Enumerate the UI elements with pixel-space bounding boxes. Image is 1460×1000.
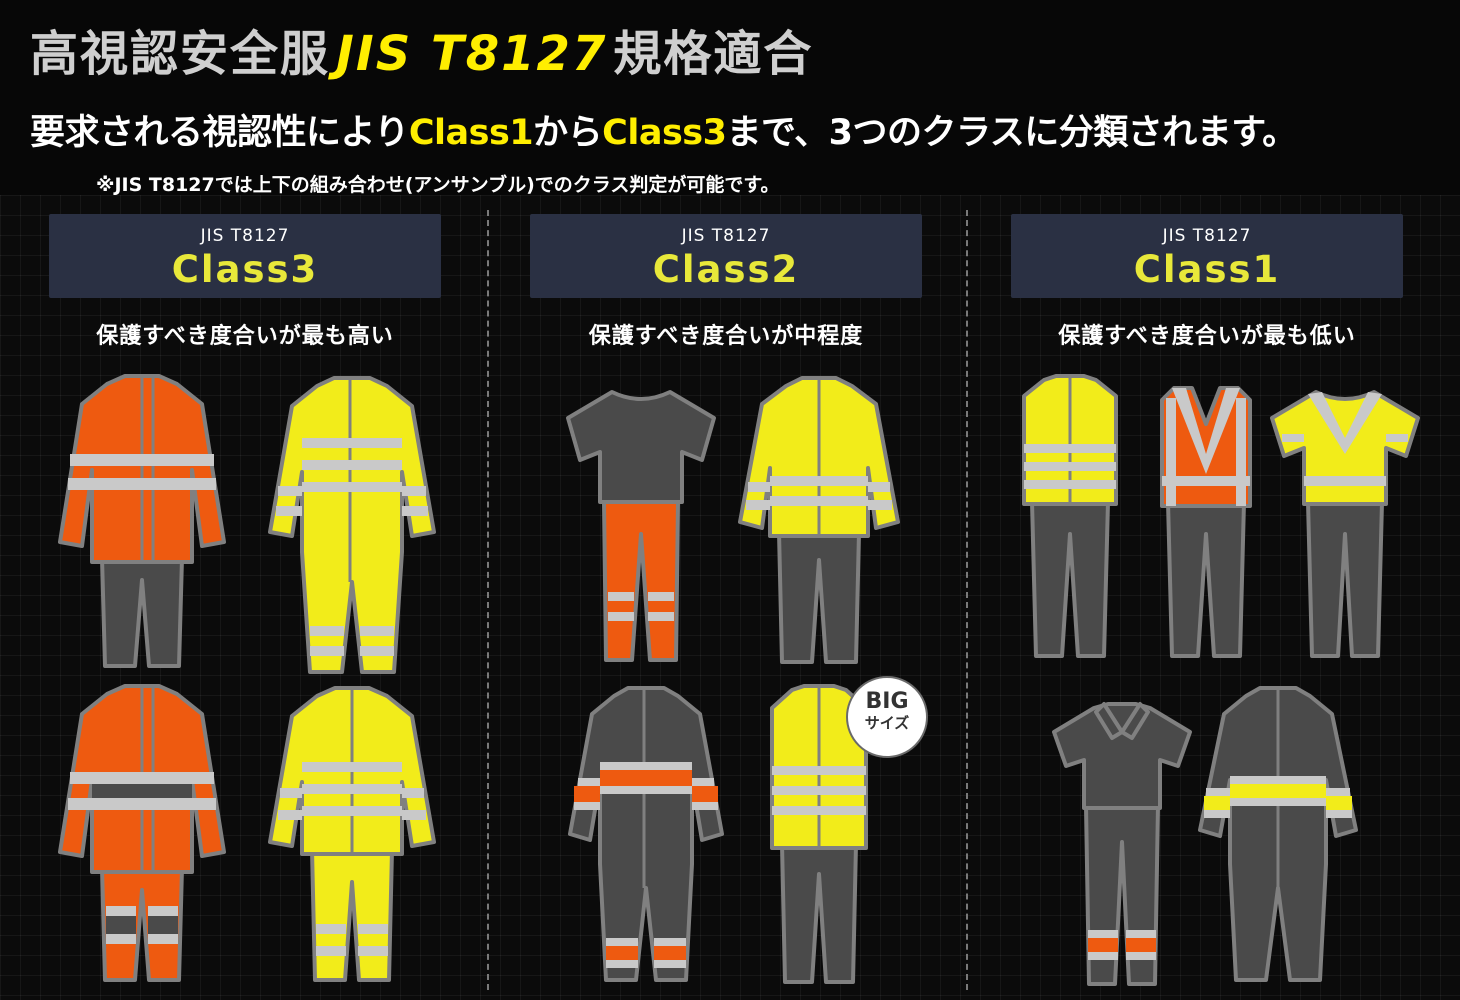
class2-label: Class2 <box>652 248 800 291</box>
class3-standard: JIS T8127 <box>200 226 290 246</box>
class3-header: JIS T8127 Class3 <box>49 214 441 298</box>
big-size-badge-line2: サイズ <box>864 714 910 732</box>
class1-gray-coverall-yellow-bands-illustration <box>1198 686 1358 982</box>
class2-header: JIS T8127 Class2 <box>530 214 922 298</box>
column-divider <box>487 210 489 990</box>
class3-yellow-coverall-illustration <box>268 376 436 674</box>
class1-label: Class1 <box>1133 248 1281 291</box>
class1-description: 保護すべき度合いが最も低い <box>1058 324 1356 349</box>
big-size-badge-line1: BIG <box>865 689 909 714</box>
class3-yellow-jacket-yellow-pants-illustration <box>268 686 436 982</box>
class1-standard: JIS T8127 <box>1162 226 1252 246</box>
class1-gray-polo-gray-pants-illustration <box>1052 702 1192 986</box>
page-subtitle: 要求される視認性によりClass1からClass3まで、3つのクラスに分類されま… <box>30 113 1297 153</box>
class3-description: 保護すべき度合いが最も高い <box>96 324 394 349</box>
class2-yellow-vest-gray-pants-illustration <box>770 684 868 984</box>
ensemble-note: ※JIS T8127では上下の組み合わせ(アンサンブル)でのクラス判定が可能です… <box>96 174 780 196</box>
class1-yellow-vest-gray-pants-illustration <box>1022 374 1118 658</box>
class3-orange-jacket-gray-pants-illustration <box>58 374 226 668</box>
class1-orange-mesh-vest-gray-pants-illustration <box>1160 386 1252 658</box>
class2-gray-tshirt-orange-pants-illustration <box>566 390 716 662</box>
column-divider <box>966 210 968 990</box>
class1-header: JIS T8127 Class1 <box>1011 214 1403 298</box>
class1-yellow-tshirt-gray-pants-illustration <box>1270 390 1420 658</box>
class2-standard: JIS T8127 <box>681 226 771 246</box>
class2-description: 保護すべき度合いが中程度 <box>588 324 864 349</box>
class2-gray-coverall-orange-bands-illustration <box>568 686 724 982</box>
class2-yellow-jacket-gray-pants-illustration <box>738 376 900 664</box>
class3-orange-jacket-orange-pants-illustration <box>58 684 226 982</box>
big-size-badge: BIG サイズ <box>846 676 928 758</box>
class3-label: Class3 <box>171 248 319 291</box>
